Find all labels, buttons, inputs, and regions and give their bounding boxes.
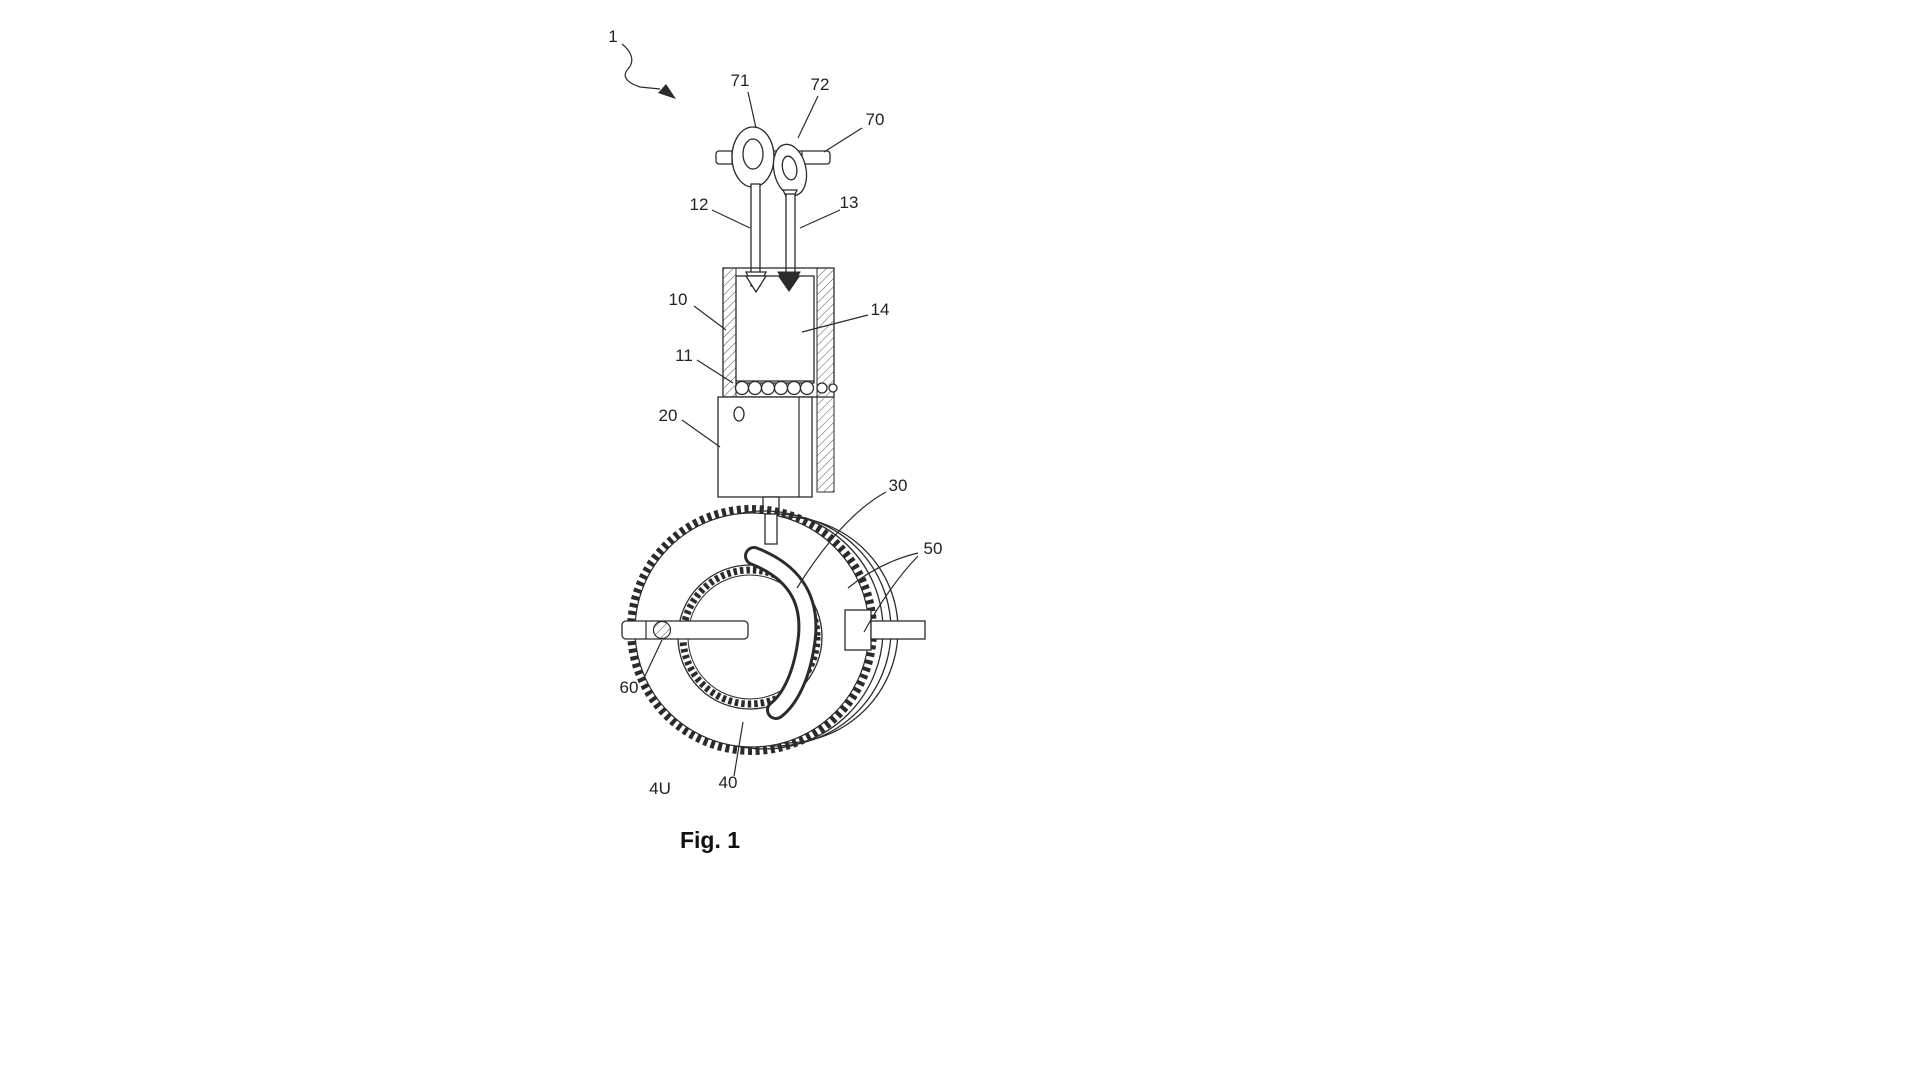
axle-shaft	[621, 609, 926, 651]
figure-caption: Fig. 1	[680, 827, 740, 853]
reference-arrow	[621, 43, 676, 99]
stem-into-wheel	[764, 513, 778, 545]
axle-pin	[652, 620, 672, 640]
label-50: 50	[924, 539, 943, 558]
label-11: 11	[675, 346, 693, 365]
label-13: 13	[840, 193, 859, 212]
leader-lines	[643, 91, 919, 777]
label-20: 20	[659, 406, 678, 425]
label-14: 14	[871, 300, 890, 319]
label-1: 1	[608, 27, 617, 46]
axle-right	[870, 620, 926, 640]
label-40: 40	[719, 773, 738, 792]
label-60: 60	[620, 678, 639, 697]
arrowhead-icon	[658, 84, 676, 99]
ball-bearing-row	[734, 380, 838, 396]
label-70: 70	[866, 110, 885, 129]
label-30: 30	[889, 476, 908, 495]
clevis-lobe-left	[731, 126, 775, 188]
labels: 1 71 72 70 12 13 10 14 11 20 30 50 60 40…	[608, 27, 942, 798]
block-20-port	[733, 406, 745, 422]
cylinder-wall-right	[816, 267, 835, 493]
rod-left	[750, 183, 761, 275]
label-71: 71	[731, 71, 750, 90]
gear-wheel-assembly	[627, 505, 899, 755]
cylinder-block	[722, 267, 835, 493]
crank-slot-core	[747, 549, 815, 717]
block-20-outline	[717, 396, 813, 498]
label-10: 10	[669, 290, 688, 309]
rod-right	[785, 193, 796, 275]
clevis-assembly	[715, 126, 831, 207]
valve-right-inner	[778, 276, 800, 292]
cylinder-chamber	[735, 275, 815, 384]
label-12: 12	[690, 195, 709, 214]
crankcase-block	[717, 396, 813, 516]
axle-left	[621, 620, 749, 640]
valve-left-inner	[744, 275, 768, 294]
label-40-partial: 4U	[649, 779, 671, 798]
axle-bracket-right	[844, 609, 872, 651]
label-72: 72	[811, 75, 830, 94]
